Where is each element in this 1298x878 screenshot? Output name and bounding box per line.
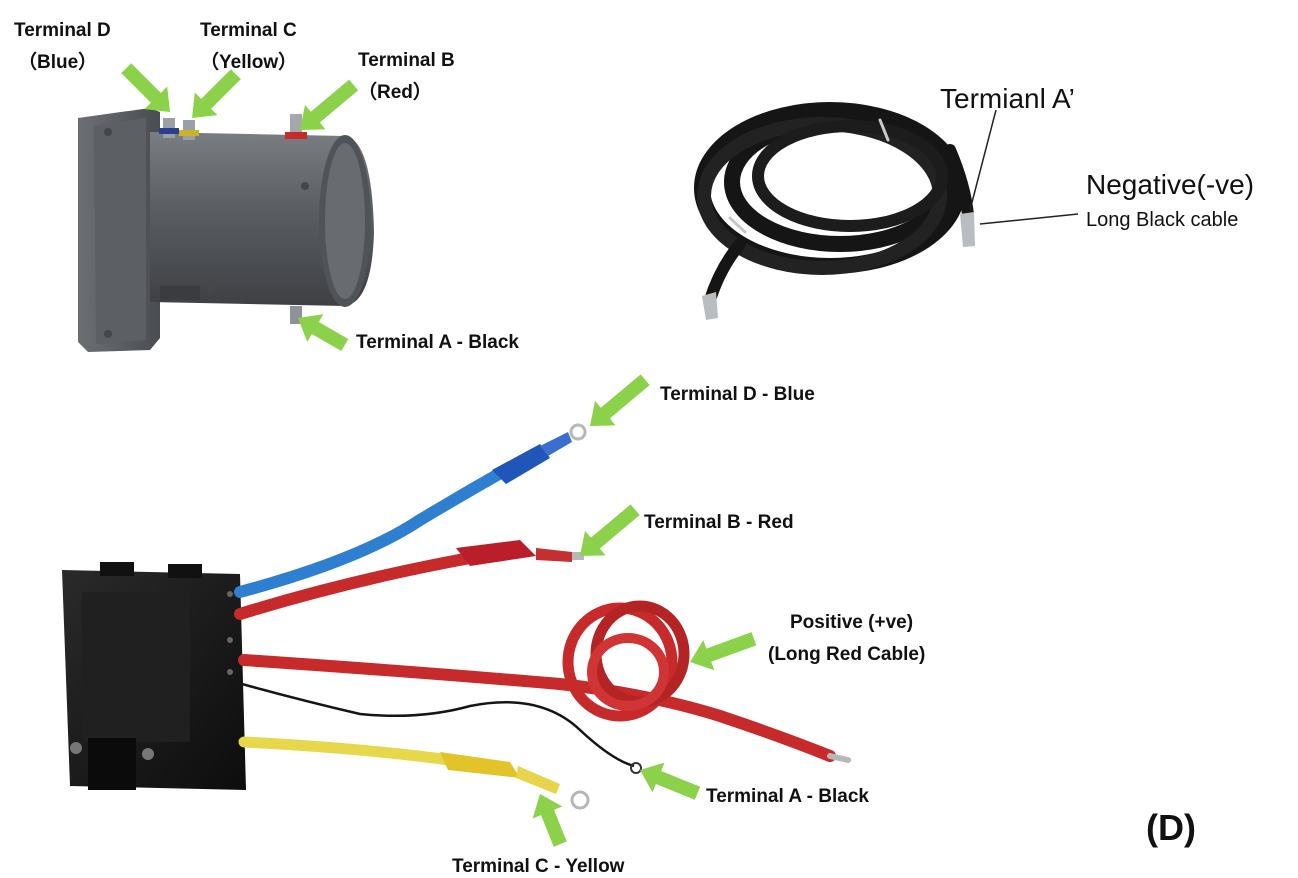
pointer-arrows (121, 63, 757, 847)
yellow-wire (238, 736, 590, 810)
label-motor-terminal-c: Terminal C (200, 20, 297, 41)
arrow-icon (192, 69, 241, 118)
long-black-cable (694, 102, 974, 306)
label-ctrl-terminal-b: Terminal B - Red (644, 512, 794, 533)
long-red-cable (238, 600, 851, 763)
label-ctrl-positive: Positive (+ve) (790, 612, 913, 633)
control-box (62, 562, 246, 790)
label-motor-terminal-b-color: （Red） (358, 80, 432, 103)
arrow-icon (121, 63, 170, 112)
panel-letter: (D) (1146, 807, 1196, 848)
label-cable-terminal-a-prime: Termianl A’ (940, 83, 1075, 114)
label-motor-terminal-c-color: （Yellow） (200, 50, 297, 73)
label-ctrl-terminal-c: Terminal C - Yellow (452, 856, 625, 877)
label-motor-terminal-a: Terminal A - Black (356, 332, 519, 353)
label-motor-terminal-d-color: （Blue） (18, 50, 97, 73)
label-ctrl-positive-desc: (Long Red Cable) (768, 644, 925, 665)
leader-negative (979, 213, 1079, 225)
label-cable-negative: Negative(-ve) (1086, 169, 1254, 200)
blue-wire (234, 423, 587, 598)
arrow-icon (580, 504, 640, 556)
label-motor-terminal-b: Terminal B (358, 50, 455, 71)
arrow-icon (532, 794, 567, 847)
arrow-icon (590, 374, 650, 426)
label-cable-negative-desc: Long Black cable (1086, 209, 1238, 231)
motor-terminal-d-post (159, 118, 179, 138)
cable-lugs (702, 212, 975, 320)
thin-black-wire (241, 682, 642, 774)
arrow-icon (298, 314, 349, 352)
labels: Terminal D （Blue） Terminal C （Yellow） Te… (14, 20, 1254, 877)
arrow-icon (690, 632, 757, 671)
arrow-icon (300, 79, 359, 130)
winch-motor (78, 108, 374, 352)
red-wire-terminal-b (234, 540, 584, 620)
label-motor-terminal-d: Terminal D (14, 20, 111, 41)
motor-terminal-b-post (285, 114, 307, 139)
motor-terminal-c-post (179, 120, 199, 140)
arrow-icon (640, 762, 701, 800)
label-ctrl-terminal-d: Terminal D - Blue (660, 384, 815, 405)
leader-terminal-a-prime (969, 109, 997, 211)
label-ctrl-terminal-a: Terminal A - Black (706, 786, 869, 807)
